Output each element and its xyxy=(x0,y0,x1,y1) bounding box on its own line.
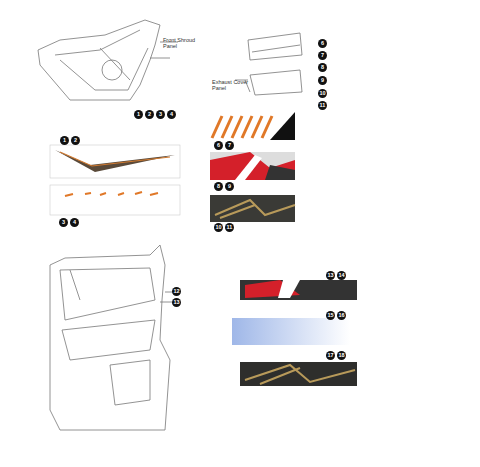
callout-number: 2 xyxy=(71,136,80,145)
callout-number: 17 xyxy=(326,351,335,360)
callout-number: 1 xyxy=(60,136,69,145)
callout-number: 11 xyxy=(225,223,234,232)
callout-number: 7 xyxy=(225,141,234,150)
callout-number: 8 xyxy=(214,182,223,191)
callout-number: 4 xyxy=(167,110,176,119)
callout-number: 15 xyxy=(326,311,335,320)
callout-number: 6 xyxy=(214,141,223,150)
callout-number: 16 xyxy=(337,311,346,320)
callout-number: 14 xyxy=(337,271,346,280)
callout-number: 13 xyxy=(172,298,181,307)
callout-number: 18 xyxy=(337,351,346,360)
callout-number: 7 xyxy=(318,51,327,60)
callout-number: 8 xyxy=(318,63,327,72)
callout-number: 3 xyxy=(59,218,68,227)
callout-number: 6 xyxy=(318,39,327,48)
callout-number: 2 xyxy=(145,110,154,119)
part-name: Front Shroud Panel xyxy=(163,37,203,49)
callout-number: 13 xyxy=(326,271,335,280)
callout-number: 1 xyxy=(134,110,143,119)
callout-number: 9 xyxy=(318,76,327,85)
callout-number: 9 xyxy=(225,182,234,191)
callout-number: 4 xyxy=(70,218,79,227)
callout-number: 11 xyxy=(318,101,327,110)
callout-number: 12 xyxy=(172,287,181,296)
part-name: Exhaust Cover Panel xyxy=(212,79,252,91)
callout-number: 3 xyxy=(156,110,165,119)
callout-number: 10 xyxy=(214,223,223,232)
callout-number: 10 xyxy=(318,89,327,98)
